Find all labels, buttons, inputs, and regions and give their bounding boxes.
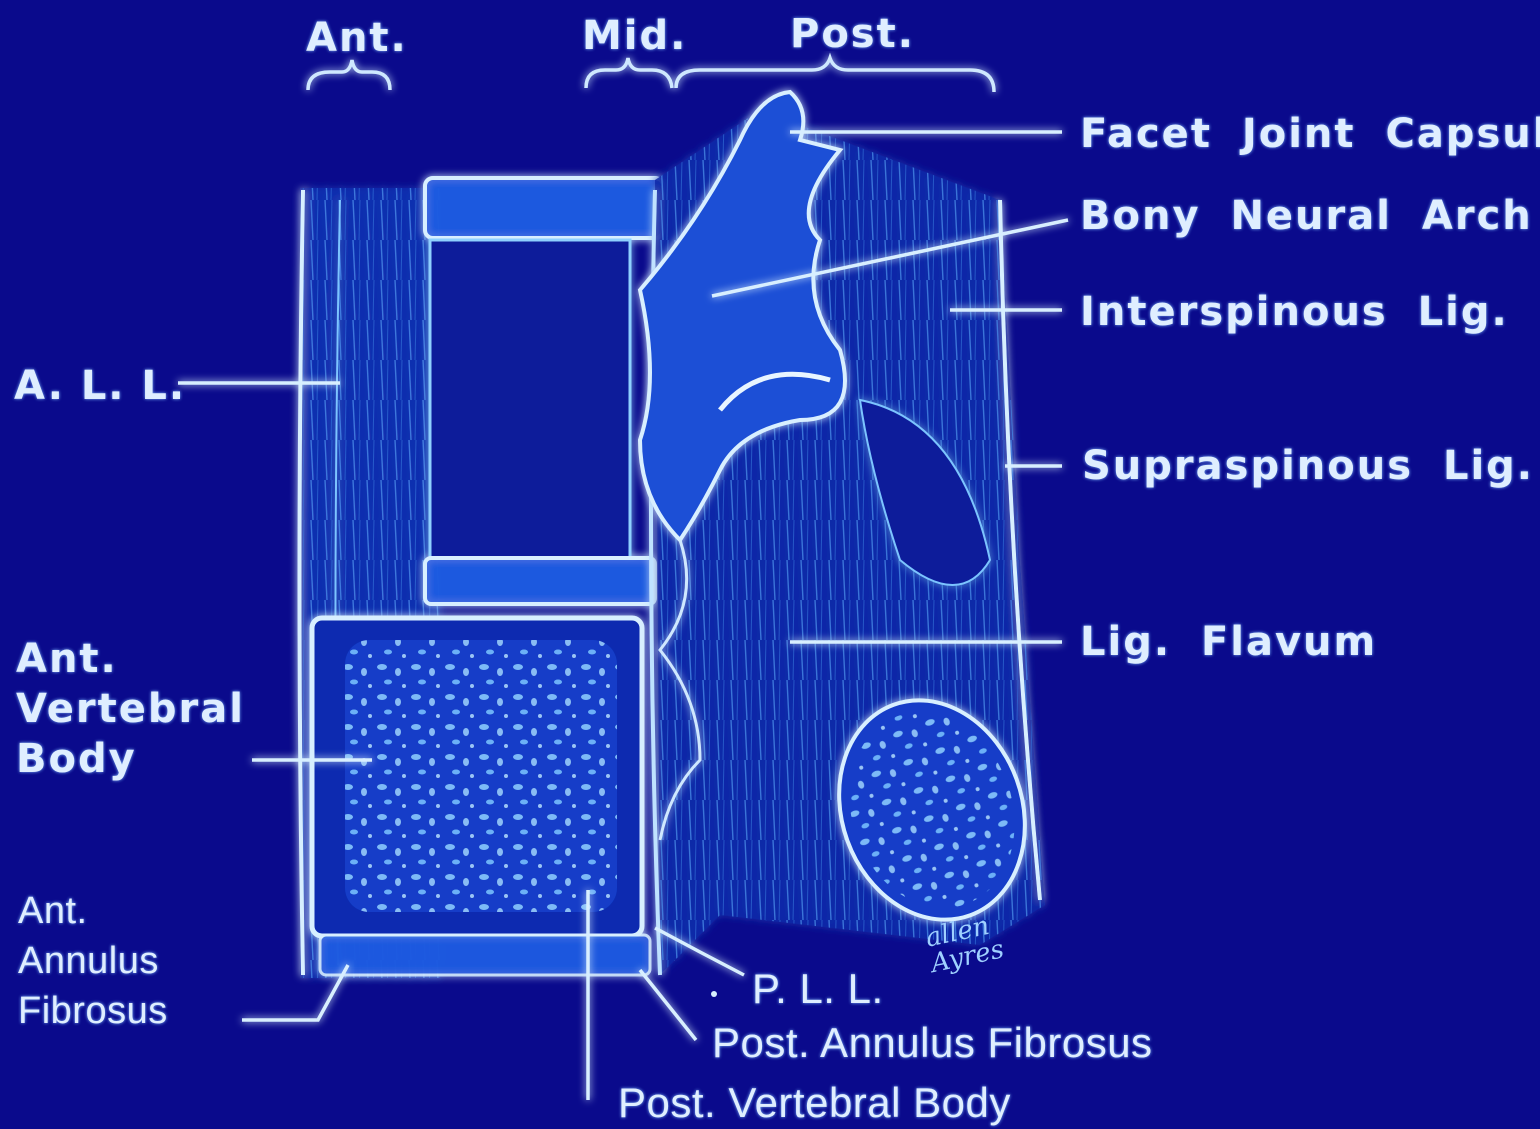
ant-annulus-line-2: Annulus	[18, 936, 168, 986]
ant-vertebral-body-line-1: Ant.	[16, 634, 245, 684]
post-vertebral-body-label: Post. Vertebral Body	[618, 1082, 1011, 1124]
ant-annulus-line-3: Fibrosus	[18, 986, 168, 1036]
post-annulus-fibrosus-label: Post. Annulus Fibrosus	[712, 1022, 1153, 1064]
region-braces	[308, 58, 994, 92]
facet-joint-capsule-label: Facet Joint Capsule	[1080, 114, 1540, 154]
brace-post	[676, 58, 994, 92]
ant-vertebral-body-line-3: Body	[16, 734, 245, 784]
region-ant-label: Ant.	[306, 18, 408, 58]
all-label: A. L. L.	[14, 366, 186, 406]
region-mid-label: Mid.	[582, 16, 687, 56]
interspinous-lig-label: Interspinous Lig.	[1080, 292, 1509, 332]
brace-ant	[308, 60, 390, 90]
ant-annulus-fibrosus-label: Ant. Annulus Fibrosus	[18, 886, 168, 1036]
lig-flavum-label: Lig. Flavum	[1080, 622, 1377, 662]
ant-vertebral-body-label: Ant. Vertebral Body	[16, 634, 245, 784]
ant-annulus-line-1: Ant.	[18, 886, 168, 936]
pll-label: P. L. L.	[752, 968, 884, 1010]
supraspinous-lig-label: Supraspinous Lig.	[1082, 446, 1534, 486]
lower-vertebral-body	[312, 618, 650, 975]
upper-vertebral-body	[425, 178, 663, 604]
brace-mid	[586, 58, 672, 88]
region-post-label: Post.	[790, 14, 915, 54]
leader-post-annulus	[640, 970, 696, 1040]
ant-vertebral-body-line-2: Vertebral	[16, 684, 245, 734]
bony-neural-arch-label: Bony Neural Arch	[1080, 196, 1533, 236]
pll-dot	[711, 991, 717, 997]
